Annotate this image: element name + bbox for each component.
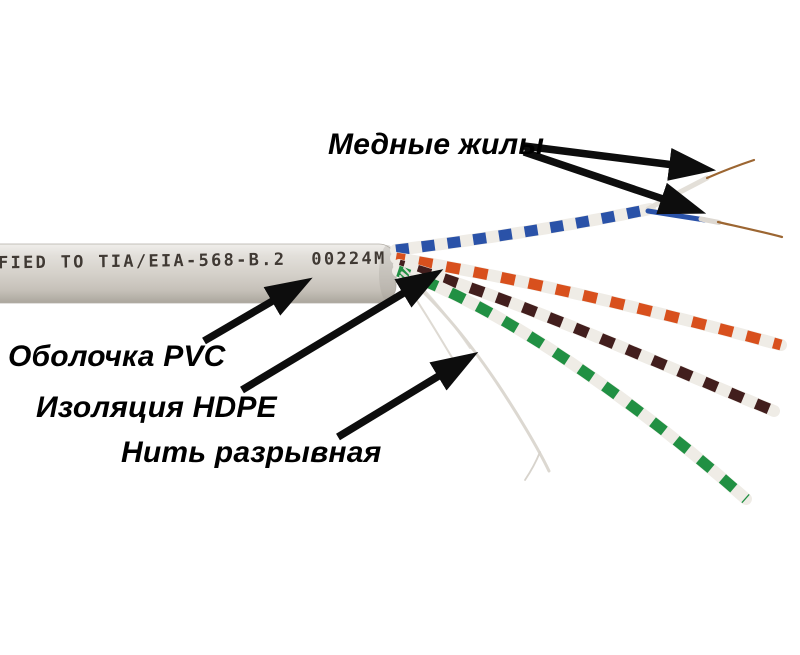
twisted-pairs <box>390 203 787 505</box>
green-pair-base <box>392 265 752 505</box>
green-pair-twist <box>396 265 750 504</box>
rip-cord-fork <box>524 451 541 481</box>
orange-pair-twist <box>395 252 783 351</box>
arrow-jacket-pvc <box>202 277 313 345</box>
copper-conductor-lower <box>716 220 784 239</box>
blue-pair-twist <box>395 203 652 256</box>
arrow-rip-cord <box>336 352 479 441</box>
brown-pair-twist <box>397 259 777 417</box>
copper-conductor-upper <box>705 158 756 180</box>
label-rip-cord: Нить разрывная <box>121 436 382 469</box>
label-copper-wires: Медные жилы <box>328 128 545 161</box>
callout-arrows <box>202 142 717 441</box>
arrow-copper-bottom <box>522 148 707 215</box>
white-sleeve-lower <box>698 216 722 225</box>
label-jacket-pvc: Оболочка PVC <box>8 340 226 373</box>
stripped-wires <box>645 158 784 239</box>
label-insulation-hdpe: Изоляция HDPE <box>36 391 277 424</box>
arrow-copper-top <box>523 142 717 181</box>
jacket-print-text: FIED TO TIA/EIA-568-B.2 00224M <box>0 248 387 274</box>
arrow-insulation-hdpe <box>240 269 444 394</box>
blue-wire-lower <box>645 208 708 223</box>
